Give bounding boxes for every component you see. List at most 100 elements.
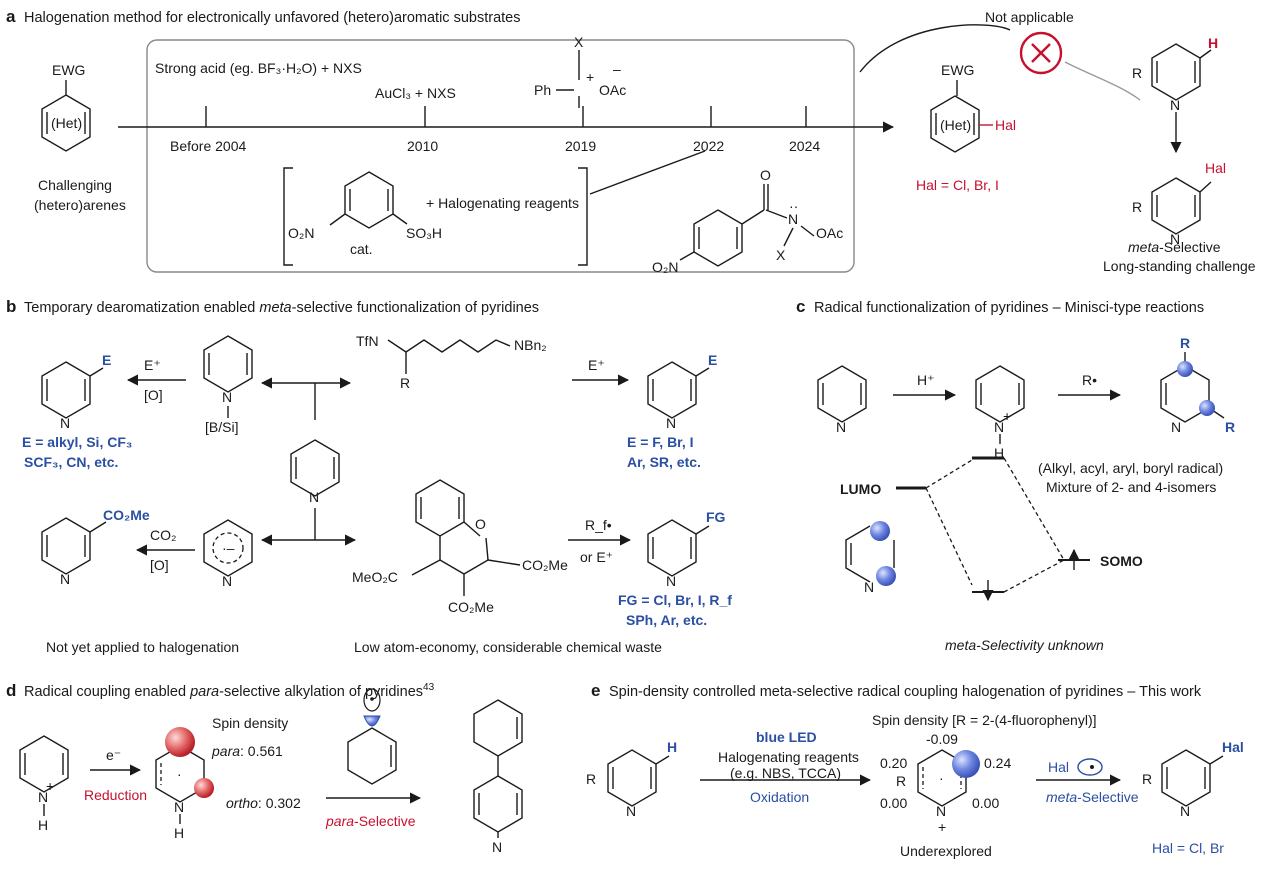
catalyst-so3h: SO₃H [406,225,442,241]
sd-left-bot: 0.00 [880,795,907,811]
pyridinium-h: H [994,445,1004,461]
ox-left: [O] [144,387,163,403]
e-plus-left: E⁺ [144,357,161,373]
radical-orbital-icon [1077,758,1103,776]
meta-prod-r: R [1132,199,1142,215]
panel-e-title: Spin-density controlled meta-selective r… [609,684,1202,700]
meta-unknown: meta-Selectivity unknown [945,637,1104,653]
reagents-1: Halogenating reagents [718,749,859,765]
left-scope-2: SCF₃, CN, etc. [24,454,118,470]
radicals-note: (Alkyl, acyl, aryl, boryl radical) [1038,460,1223,476]
para-value: para: 0.561 [211,743,283,759]
rf-radical: R_f• [585,517,612,533]
product-hal: Hal [995,117,1016,133]
ortho-value: ortho: 0.302 [226,795,301,811]
fg-scope-2: SPh, Ar, etc. [626,612,707,628]
co2-label: CO₂ [150,527,176,543]
meta-selective-e: meta-Selective [1046,789,1139,805]
start-r: R [586,771,596,787]
left-scope-1: E = alkyl, Si, CF₃ [22,434,132,450]
substrate-het: (Het) [51,115,82,131]
meta-caption-2: Long-standing challenge [1103,258,1256,274]
catalyst-no2: O₂N [288,225,314,241]
reduction-label: Reduction [84,787,147,803]
svg-text:+: + [46,778,54,794]
not-applicable-label: Not applicable [985,9,1074,25]
fg-scope-1: FG = Cl, Br, I, R_f [618,592,732,608]
svg-text:N: N [60,571,70,587]
pyridinium-h-d: H [38,817,48,833]
radical-sphere-top [1177,361,1193,377]
panel-e-label: e [591,681,600,700]
somo-label: SOMO [1100,553,1143,569]
svg-text:N: N [666,573,676,589]
svg-text:·–: ·– [222,540,235,556]
pyridine-meta-ring [1151,177,1201,235]
svg-text:N: N [60,415,70,431]
r-radical: R• [1082,372,1097,388]
catalyst-ring [344,171,394,229]
svg-text:N: N [222,389,232,405]
panel-b: b Temporary dearomatization enabled meta… [6,297,732,655]
reagents-2: (e.g. NBS, TCCA) [730,765,841,781]
iodine-minus: – [613,61,621,77]
panel-e: e Spin-density controlled meta-selective… [586,681,1244,859]
svg-text:N: N [936,803,946,819]
zincke-tfn: TfN [356,333,379,349]
hal-scope-e: Hal = Cl, Br [1152,840,1224,856]
pyridine-start-ring [1151,43,1201,101]
year-2024: 2024 [789,138,820,154]
amide-ring [693,209,743,267]
prod-hal-e: Hal [1222,739,1244,755]
panel-b-label: b [6,297,16,316]
oxidation-label: Oxidation [750,789,809,805]
svg-text:E: E [708,352,717,368]
para-sphere [165,727,195,757]
svg-text:N: N [626,803,636,819]
panel-a: a Halogenation method for electronically… [6,7,1256,275]
amide-x: X [776,247,786,263]
radical-sphere-right [1199,400,1215,416]
para-selective-d: para-Selective [325,813,416,829]
substrate-ring [41,94,91,152]
product-het: (Het) [940,117,971,133]
or-e: or E⁺ [580,549,613,565]
zincke-nbn2: NBn₂ [514,337,547,353]
year-2022: 2022 [693,138,724,154]
orbital-sphere-bottom [876,566,896,586]
timeline-box [146,39,855,273]
spin-density-e: Spin density [R = 2-(4-fluorophenyl)] [872,712,1097,728]
spin-density-d: Spin density [212,715,288,731]
sd-left-top: 0.20 [880,755,907,771]
year-2010: 2010 [407,138,438,154]
catalyst-cat: cat. [350,241,373,257]
panel-c-title: Radical functionalization of pyridines –… [814,300,1204,316]
substrate-caption-1: Challenging [38,177,112,193]
lumo-label: LUMO [840,481,881,497]
bsi-label: [B/Si] [205,419,238,435]
iodine-plus: + [586,69,594,85]
pyridine-h: H [1208,35,1218,51]
method-aucl3: AuCl₃ + NXS [375,85,456,101]
svg-text:N: N [222,573,232,589]
oxazino-co2me-1: CO₂Me [522,557,568,573]
cross-icon [1019,31,1063,75]
svg-text:·: · [177,766,182,782]
e-plus-right: E⁺ [588,357,605,373]
panel-d: d Radical coupling enabled para-selectiv… [6,681,523,855]
svg-text:+: + [938,819,946,835]
svg-text:N: N [492,839,502,855]
panel-c-label: c [796,297,805,316]
ox2-label: [O] [150,557,169,573]
meta-caption-1: meta-Selective [1128,239,1221,255]
panel-a-title: Halogenation method for electronically u… [24,10,520,26]
panel-c: c Radical functionalization of pyridines… [796,297,1235,653]
h-plus: H⁺ [917,372,935,388]
pyridine-n: N [1170,97,1180,113]
svg-text:N: N [1171,419,1181,435]
underexplored-label: Underexplored [900,843,992,859]
amide-o: O [760,167,771,183]
svg-text:E: E [102,352,111,368]
fg-label: FG [706,509,726,525]
svg-text:··: ·· [789,198,798,214]
